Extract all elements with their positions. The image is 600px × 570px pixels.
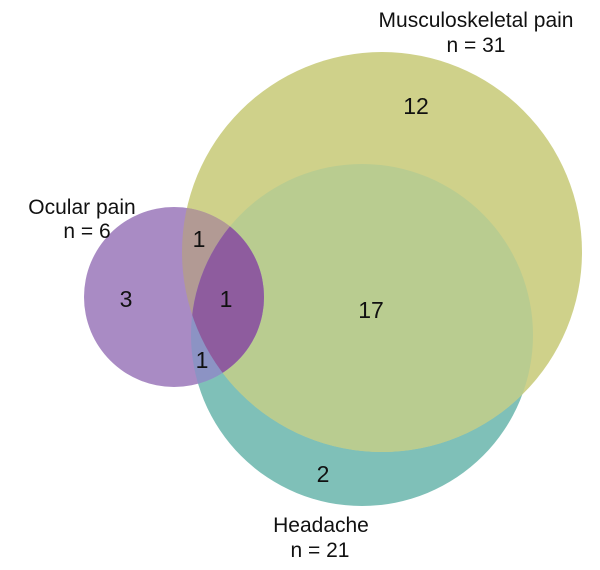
region-musculoskeletal-headache: 17 xyxy=(358,297,384,323)
headache-label: Headache xyxy=(273,514,369,537)
musculoskeletal-count-label: n = 31 xyxy=(447,34,506,57)
ocular-label: Ocular pain xyxy=(28,196,135,219)
region-ocular-musculoskeletal: 1 xyxy=(193,226,206,252)
musculoskeletal-label: Musculoskeletal pain xyxy=(379,9,574,32)
region-ocular-only: 3 xyxy=(120,286,133,312)
musculoskeletal-headache-overlap xyxy=(191,164,533,452)
region-all-three: 1 xyxy=(220,286,233,312)
headache-count-label: n = 21 xyxy=(291,539,350,562)
region-ocular-headache: 1 xyxy=(196,347,209,373)
region-headache-only: 2 xyxy=(317,461,330,487)
ocular-count-label: n = 6 xyxy=(63,220,110,243)
region-musculoskeletal-only: 12 xyxy=(403,93,429,119)
